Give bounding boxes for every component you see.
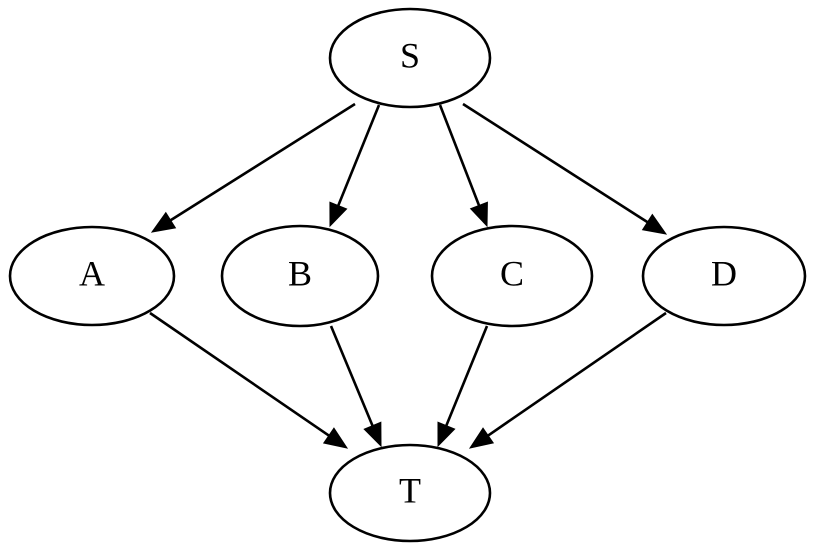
edge-shaft: [337, 104, 381, 207]
edge-d-to-t[interactable]: [468, 311, 667, 449]
edge-arrowhead: [469, 201, 488, 228]
node-d[interactable]: D: [641, 225, 807, 327]
node-b[interactable]: B: [220, 224, 380, 328]
edge-shaft: [169, 102, 356, 222]
edge-arrowhead: [150, 211, 177, 233]
edge-layer: [149, 102, 668, 449]
edge-shaft: [438, 104, 481, 206]
edge-arrowhead: [468, 427, 495, 449]
edge-arrowhead: [437, 421, 456, 448]
node-s[interactable]: S: [328, 7, 492, 109]
node-shape: [641, 225, 807, 327]
node-a[interactable]: A: [8, 225, 176, 327]
node-shape: [328, 7, 492, 109]
edge-shaft: [445, 325, 489, 427]
edge-arrowhead: [322, 427, 349, 449]
node-t[interactable]: T: [328, 443, 492, 543]
edge-s-to-d[interactable]: [462, 102, 668, 235]
edge-s-to-a[interactable]: [150, 102, 356, 233]
edge-c-to-t[interactable]: [437, 325, 489, 448]
node-shape: [220, 224, 380, 328]
node-shape: [430, 224, 594, 328]
edge-shaft: [487, 311, 667, 437]
node-c[interactable]: C: [430, 224, 594, 328]
edge-arrowhead: [329, 201, 348, 228]
edge-arrowhead: [363, 421, 382, 448]
edge-shaft: [329, 325, 374, 427]
node-shape: [328, 443, 492, 543]
edge-shaft: [462, 102, 649, 224]
node-shape: [8, 225, 176, 327]
edge-s-to-b[interactable]: [329, 104, 381, 228]
edge-shaft: [149, 311, 330, 437]
edge-s-to-c[interactable]: [438, 104, 488, 228]
edge-b-to-t[interactable]: [329, 325, 382, 448]
edge-a-to-t[interactable]: [149, 311, 349, 449]
edge-arrowhead: [641, 213, 668, 235]
